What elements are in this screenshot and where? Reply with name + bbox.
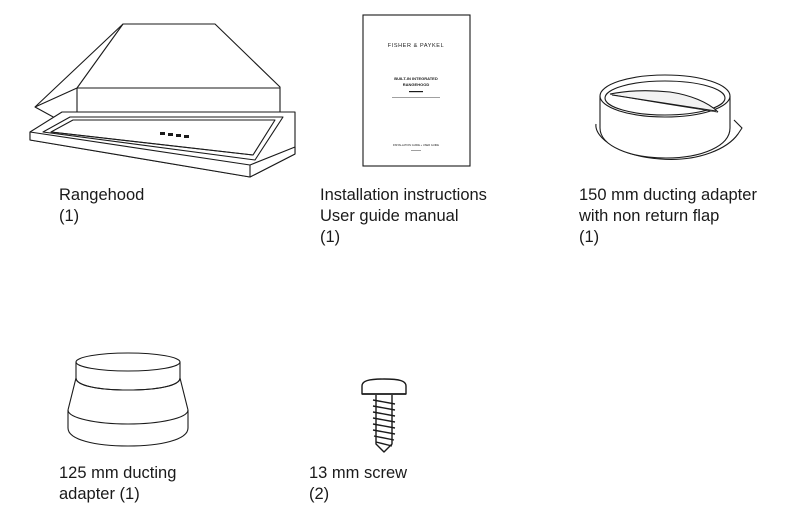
- manual-caption-line-1: Installation instructions: [320, 186, 487, 204]
- manual-brand: FISHER & PAYKEL: [388, 43, 444, 49]
- manual-caption: Installation instructions User guide man…: [320, 185, 487, 248]
- rangehood-caption: Rangehood (1): [59, 185, 144, 227]
- ducting-adapter-125-icon: [67, 352, 189, 447]
- adapter-125-caption-line-2: adapter (1): [59, 485, 140, 503]
- ducting-adapter-150-icon: [595, 74, 743, 160]
- manual-illustration: FISHER & PAYKEL BUILT-IN INTEGRATED RANG…: [362, 14, 472, 168]
- manual-cover-icon: FISHER & PAYKEL BUILT-IN INTEGRATED RANG…: [362, 14, 471, 167]
- manual-caption-line-2: User guide manual: [320, 207, 459, 225]
- manual-title-line-2: RANGEHOOD: [403, 82, 430, 87]
- manual-footer-bar: [411, 150, 421, 151]
- adapter-125-caption-line-1: 125 mm ducting: [59, 464, 177, 482]
- manual-title-line-1: BUILT-IN INTEGRATED: [394, 76, 438, 81]
- screw-caption-line-1: 13 mm screw: [309, 464, 408, 482]
- adapter-150-caption-line-3: (1): [579, 228, 600, 246]
- screw-icon: [361, 378, 407, 453]
- screw-illustration: [358, 378, 410, 454]
- screw-caption-line-2: (2): [309, 485, 330, 503]
- adapter-150-caption-line-1: 150 mm ducting adapter: [579, 186, 757, 204]
- adapter-150-caption-line-2: with non return flap: [579, 207, 720, 225]
- rangehood-icon: [29, 23, 296, 178]
- manual-subtitle-bar: [392, 97, 440, 98]
- rangehood-illustration: [25, 22, 310, 187]
- screw-caption: 13 mm screw (2): [309, 463, 407, 505]
- manual-caption-line-3: (1): [320, 228, 341, 246]
- adapter-125-illustration: [66, 352, 190, 448]
- manual-divider: [409, 91, 423, 93]
- rangehood-caption-line-1: Rangehood: [59, 186, 145, 204]
- adapter-150-caption: 150 mm ducting adapter with non return f…: [579, 185, 757, 248]
- manual-footer: INSTALLATION GUIDE + USER GUIDE: [393, 143, 439, 147]
- adapter-125-caption: 125 mm ducting adapter (1): [59, 463, 176, 505]
- rangehood-caption-line-2: (1): [59, 207, 80, 225]
- adapter-150-illustration: [590, 62, 750, 174]
